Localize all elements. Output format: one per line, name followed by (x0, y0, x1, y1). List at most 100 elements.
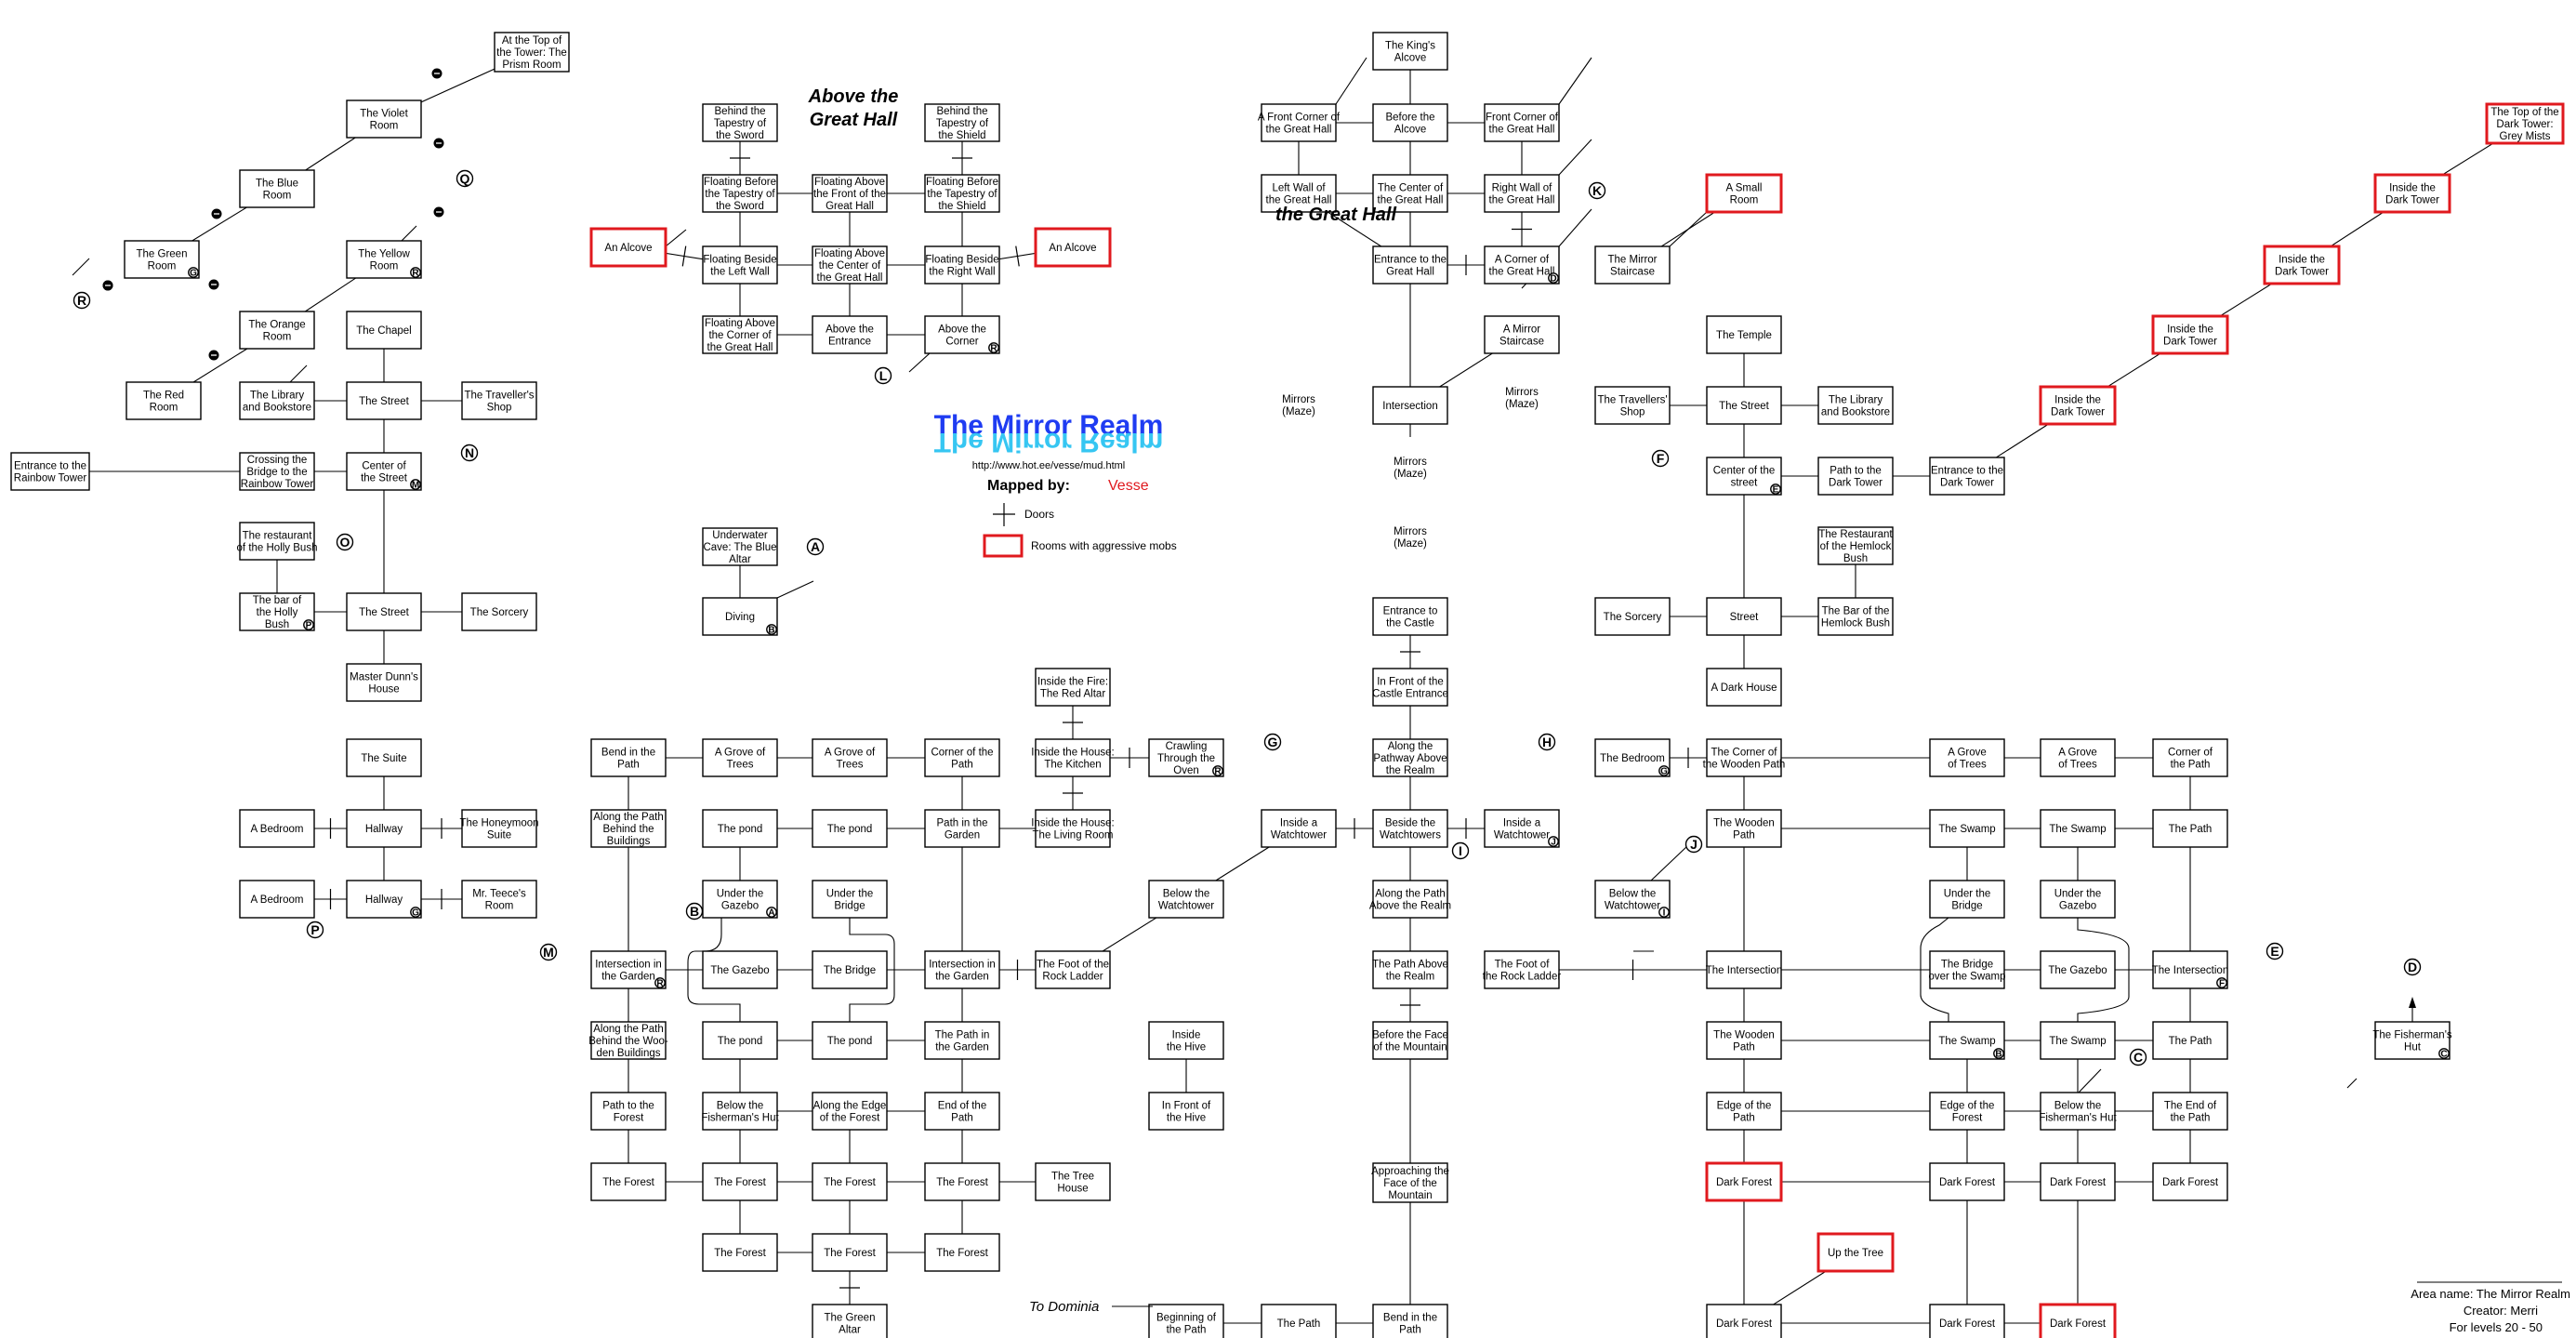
room-box (239, 452, 315, 491)
room-box (1816, 1232, 1895, 1273)
room-box (1484, 174, 1560, 213)
room-box (590, 1162, 667, 1201)
room-marker-circle (1548, 272, 1559, 284)
room-forest7: The Forest (924, 1233, 1000, 1272)
room-inter2: The Intersection (2152, 950, 2228, 989)
map-title-reflection: The Mirror Realm (934, 427, 1164, 457)
room-box (2040, 1162, 2116, 1201)
marker-circle (806, 537, 825, 556)
room-marker-letter: C (2440, 1050, 2447, 1060)
room-box (589, 227, 667, 268)
exit-stub-7 (776, 580, 814, 599)
room-box (346, 99, 422, 139)
room-box (1929, 880, 2005, 919)
room-forest3: The Forest (812, 1162, 888, 1201)
room-label: The pond (718, 1036, 763, 1047)
room-box (1706, 738, 1782, 777)
room-box (1706, 1304, 1782, 1338)
room-box (812, 1304, 888, 1338)
room-street2: The Street (346, 592, 422, 631)
room-bedroom1: A Bedroom (239, 809, 315, 848)
room-box (461, 381, 537, 420)
room-box (1034, 227, 1112, 268)
room-marker: P (303, 619, 314, 631)
room-box (125, 381, 202, 420)
room-box (1929, 950, 2005, 989)
marker-circle (2129, 1048, 2147, 1066)
exit-stub-5 (289, 364, 308, 383)
bridge-loop-path-1 (849, 918, 895, 1022)
room-forest2: The Forest (702, 1162, 778, 1201)
marker-circle (1263, 733, 1282, 751)
room-box (702, 809, 778, 848)
exit-stub-21 (2078, 1068, 2102, 1093)
room-box (2152, 1092, 2228, 1131)
room-box (1148, 1021, 1224, 1060)
room-box (346, 809, 422, 848)
room-label: The Path (2169, 1036, 2213, 1047)
room-box (924, 315, 1000, 354)
room-box (924, 245, 1000, 285)
room-label: The Bedroom (1600, 753, 1665, 764)
room-label: A Dark House (1711, 682, 1777, 694)
room-box (1929, 1092, 2005, 1131)
stairs-icon (433, 206, 444, 218)
room-marker-circle (2438, 1048, 2450, 1059)
room-box (702, 880, 778, 919)
room-marker-letter: J (1551, 838, 1556, 848)
area-name: Area name: The Mirror Realm (2411, 1287, 2570, 1301)
room-marker: G (188, 267, 199, 279)
room-label: Inside the House:The Living Room (1031, 818, 1115, 841)
room-street1: The Street (346, 381, 422, 420)
door-alcove_l-fl_left (681, 245, 687, 267)
marker-h: H (1538, 733, 1556, 751)
room-marker-circle (1548, 836, 1559, 847)
room-box (2152, 738, 2228, 777)
marker-r: R (73, 291, 91, 310)
room-alcove-r: An Alcove (1034, 227, 1112, 268)
room-intersection-gh: Intersection (1372, 386, 1448, 425)
room-box (239, 311, 315, 350)
room-swamp1: The Swamp (1929, 809, 2005, 848)
room-marker-letter: R (412, 269, 419, 279)
room-box (2040, 809, 2116, 848)
room-box (1706, 1092, 1782, 1131)
room-box (1706, 668, 1782, 707)
